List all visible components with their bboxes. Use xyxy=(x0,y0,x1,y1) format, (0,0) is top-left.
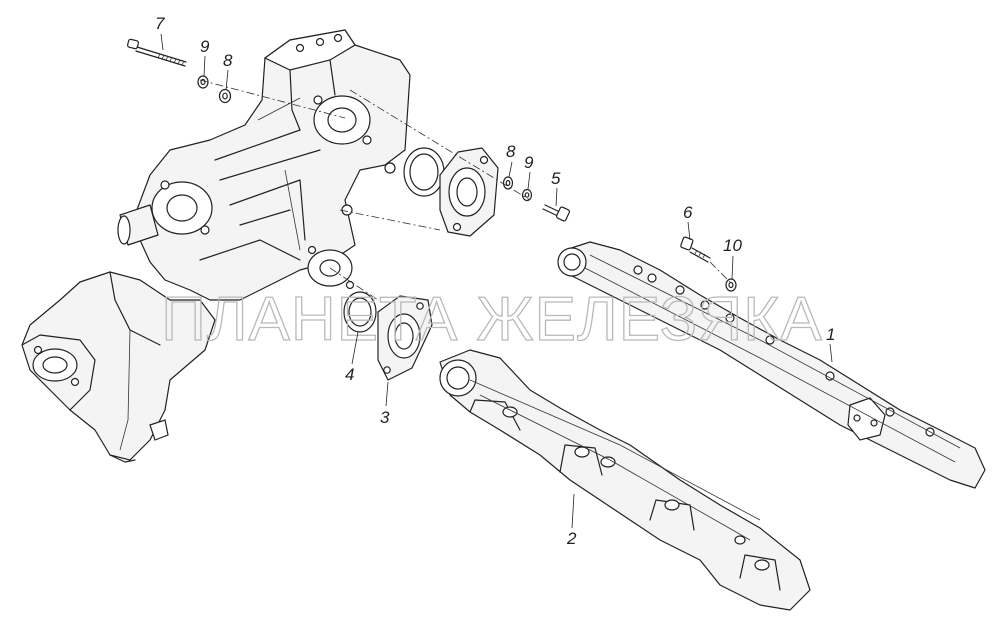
assembly-axes xyxy=(199,79,731,301)
manifold-1 xyxy=(557,241,986,489)
bolt-5 xyxy=(542,204,571,222)
callout-10: 10 xyxy=(723,236,742,255)
leader-lines xyxy=(160,33,833,529)
watermark-text: ПЛАНЕТА ЖЕЛЕЗЯКА xyxy=(161,285,822,354)
flange-3 xyxy=(377,295,433,381)
housing-lower-elbow xyxy=(21,271,216,463)
bolt-7 xyxy=(127,38,187,67)
flange-upper xyxy=(439,147,499,237)
callout-7: 7 xyxy=(155,14,165,33)
callout-9-upper: 9 xyxy=(200,37,210,56)
callout-8-upper: 8 xyxy=(223,51,233,70)
callout-8-lower: 8 xyxy=(506,142,516,161)
callout-4: 4 xyxy=(345,365,354,384)
housing-casting xyxy=(117,29,411,301)
callout-1: 1 xyxy=(826,325,835,344)
callout-2: 2 xyxy=(566,529,577,548)
manifold-2 xyxy=(439,349,811,611)
callout-6: 6 xyxy=(683,203,693,222)
callout-5: 5 xyxy=(551,169,561,188)
callout-9-lower: 9 xyxy=(524,153,534,172)
bolt-6 xyxy=(680,236,711,263)
o-ring-4 xyxy=(343,291,377,333)
callout-3: 3 xyxy=(380,408,390,427)
o-ring-upper xyxy=(403,147,445,197)
